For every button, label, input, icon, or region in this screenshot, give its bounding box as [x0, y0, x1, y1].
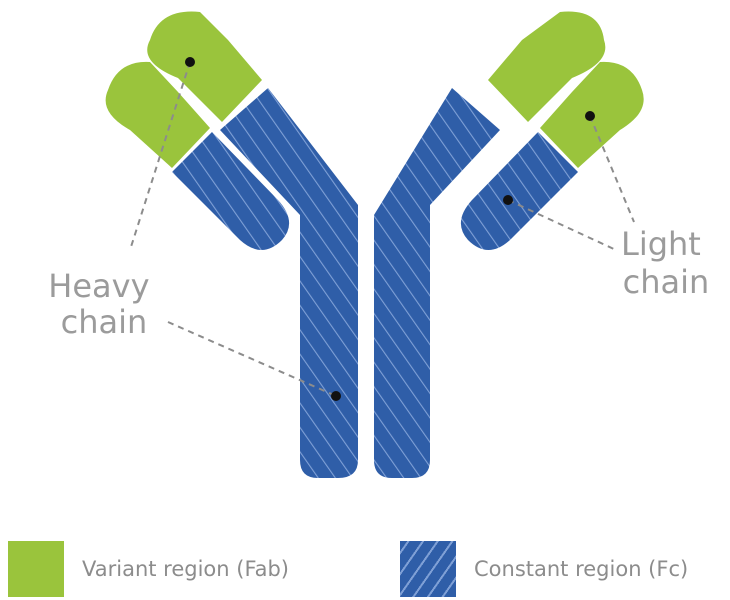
constant-legend-label: Constant region (Fc) [474, 557, 688, 581]
right-heavy-arm-constant [374, 88, 500, 478]
light-constant-dot [503, 195, 513, 205]
variant-legend-label: Variant region (Fab) [82, 557, 289, 581]
heavy-constant-dot [331, 391, 341, 401]
legend-constant: Constant region (Fc) [400, 540, 688, 598]
light-chain-label: Light chain [621, 225, 711, 301]
variant-swatch [8, 541, 64, 597]
legend-variant: Variant region (Fab) [8, 540, 289, 598]
left-heavy-arm-constant [220, 88, 358, 478]
constant-swatch [400, 541, 456, 597]
heavy-variant-dot [185, 57, 195, 67]
heavy-chain-label: Heavy chain [48, 267, 159, 341]
light-variant-dot [585, 111, 595, 121]
